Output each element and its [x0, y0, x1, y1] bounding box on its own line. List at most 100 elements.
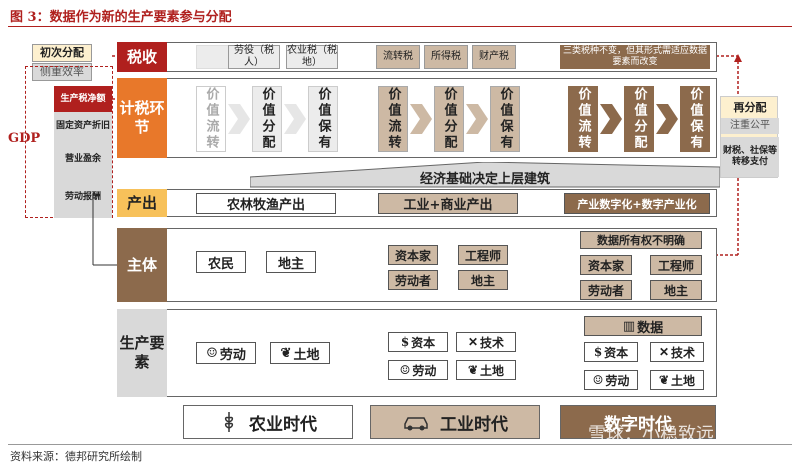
- subject-capitalist-dig: 资本家: [580, 255, 632, 275]
- factor-data-label: 数据: [637, 320, 664, 336]
- gdp-item-operating-surplus: 营业盈余: [64, 153, 101, 164]
- subject-laborer-dig: 劳动者: [580, 280, 632, 300]
- dig-chevron-2: [656, 104, 678, 134]
- factor-labor-ind: ☺劳动: [388, 360, 448, 380]
- output-digital: 产业数字化+数字产业化: [564, 193, 710, 214]
- source-note: 资料来源：德邦研究所绘制: [10, 450, 142, 463]
- subject-landlord-ind: 地主: [458, 270, 508, 290]
- bar-chart-icon: ▥: [622, 318, 636, 334]
- ind-value-distribution: 价值分配: [434, 86, 464, 152]
- factor-tech-ind: ✕技术: [456, 332, 516, 352]
- era-industrial: 工业时代: [370, 405, 540, 439]
- transfer-payments-label: 财税、社保等转移支付: [721, 137, 779, 177]
- factor-capital-dig: $资本: [584, 342, 638, 362]
- tax-box-corvee: 劳役（税人）: [228, 45, 280, 69]
- labor-icon: ☺: [592, 373, 604, 387]
- gdp-item-labor-compensation: 劳动报酬: [64, 191, 101, 202]
- dig-value-distribution: 价值分配: [624, 86, 654, 152]
- foundation-triangle: [250, 162, 720, 188]
- agri-value-holding: 价值保有: [308, 86, 338, 152]
- watermark: 雪球：小稳致远: [588, 424, 714, 445]
- tax-note: 三类税种不变，但其形式需适应数据要素而改变: [560, 45, 710, 69]
- factor-tech-dig-label: 技术: [671, 345, 696, 360]
- footer-divider: [8, 444, 792, 445]
- factors-row-label: 生产要素: [117, 309, 167, 397]
- era-industrial-label: 工业时代: [440, 414, 508, 435]
- factor-land-dig-label: 土地: [671, 373, 696, 388]
- capital-icon: $: [400, 335, 410, 349]
- factor-land-agri-label: 土地: [293, 347, 320, 363]
- factor-tech-ind-label: 技术: [480, 335, 505, 350]
- agri-value-distribution: 价值分配: [252, 86, 282, 152]
- factor-labor-ind-label: 劳动: [412, 363, 437, 378]
- factor-capital-dig-label: 资本: [604, 345, 629, 360]
- redistribution-label: 再分配: [733, 101, 767, 115]
- agri-chevron-2: [284, 104, 306, 134]
- tax-box-property: 财产税: [472, 45, 516, 69]
- tax-box-income: 所得税: [424, 45, 468, 69]
- era-agriculture-label: 农业时代: [249, 414, 317, 435]
- subject-row-label: 主体: [117, 228, 167, 302]
- efficiency-label: 侧重效率: [32, 63, 92, 81]
- foundation-label: 经济基础决定上层建筑: [419, 172, 550, 187]
- first-distribution-label: 初次分配: [32, 44, 92, 62]
- output-industry: 工业+商业产出: [378, 193, 518, 214]
- subject-laborer: 劳动者: [388, 270, 438, 290]
- tools-icon: ✕: [658, 345, 670, 359]
- labor-icon: ☺: [206, 345, 218, 361]
- wheat-icon: [224, 412, 234, 432]
- data-ownership-note: 数据所有权不明确: [580, 231, 702, 249]
- factor-land-ind: ❦土地: [456, 360, 516, 380]
- subject-engineer-dig: 工程师: [650, 255, 702, 275]
- tax-box-agri-tax: 农业税（税地）: [286, 45, 338, 69]
- tax-row-label: 税收: [117, 42, 167, 72]
- redistribution-panel: 再分配 注重公平 财税、社保等转移支付: [720, 96, 779, 178]
- era-agriculture: 农业时代: [183, 405, 353, 439]
- era-digital: 数字时代: [560, 405, 716, 439]
- output-agri: 农林牧渔产出: [196, 193, 336, 214]
- output-row-label: 产出: [117, 189, 167, 217]
- subject-landlord-dig: 地主: [650, 280, 702, 300]
- factor-labor-dig-label: 劳动: [605, 373, 630, 388]
- agri-value-flow: 价值流转: [196, 86, 226, 152]
- ind-chevron-2: [466, 104, 488, 134]
- factor-land-ind-label: 土地: [480, 363, 505, 378]
- factor-capital-ind-label: 资本: [411, 335, 436, 350]
- factor-labor-agri-label: 劳动: [219, 347, 246, 363]
- factor-labor-dig: ☺劳动: [584, 370, 638, 390]
- gdp-label: GDP: [8, 131, 41, 146]
- gdp-item-depreciation: 固定资产折旧: [55, 120, 110, 131]
- fairness-label: 注重公平: [721, 118, 779, 134]
- factor-land-agri: ❦土地: [270, 342, 330, 364]
- land-icon: ❦: [280, 345, 292, 361]
- subject-capitalist: 资本家: [388, 245, 438, 265]
- ind-value-flow: 价值流转: [378, 86, 408, 152]
- ind-value-holding: 价值保有: [490, 86, 520, 152]
- factor-data-header: ▥数据: [584, 316, 702, 336]
- dig-chevron-1: [600, 104, 622, 134]
- factor-labor-agri: ☺劳动: [196, 342, 256, 364]
- factor-tech-dig: ✕技术: [650, 342, 704, 362]
- factor-capital-ind: $资本: [388, 332, 448, 352]
- ind-chevron-1: [410, 104, 432, 134]
- subject-engineer: 工程师: [458, 245, 508, 265]
- subject-farmer: 农民: [196, 251, 246, 273]
- capital-icon: $: [593, 345, 603, 359]
- car-icon: [404, 417, 428, 431]
- dig-value-flow: 价值流转: [568, 86, 598, 152]
- factor-land-dig: ❦土地: [650, 370, 704, 390]
- land-icon: ❦: [467, 363, 479, 377]
- subject-landlord: 地主: [266, 251, 316, 273]
- gdp-column: 生产税净额 固定资产折旧 营业盈余 劳动报酬: [54, 86, 112, 218]
- dig-value-holding: 价值保有: [680, 86, 710, 152]
- tax-link-row-label: 计税环节: [117, 78, 167, 158]
- era-digital-label: 数字时代: [604, 414, 672, 435]
- tax-box-turnover: 流转税: [376, 45, 420, 69]
- tools-icon: ✕: [467, 335, 479, 349]
- figure-title: 图 3：数据作为新的生产要素参与分配: [10, 10, 232, 25]
- labor-icon: ☺: [399, 363, 411, 377]
- agri-chevron-1: [228, 104, 250, 134]
- land-icon: ❦: [658, 373, 670, 387]
